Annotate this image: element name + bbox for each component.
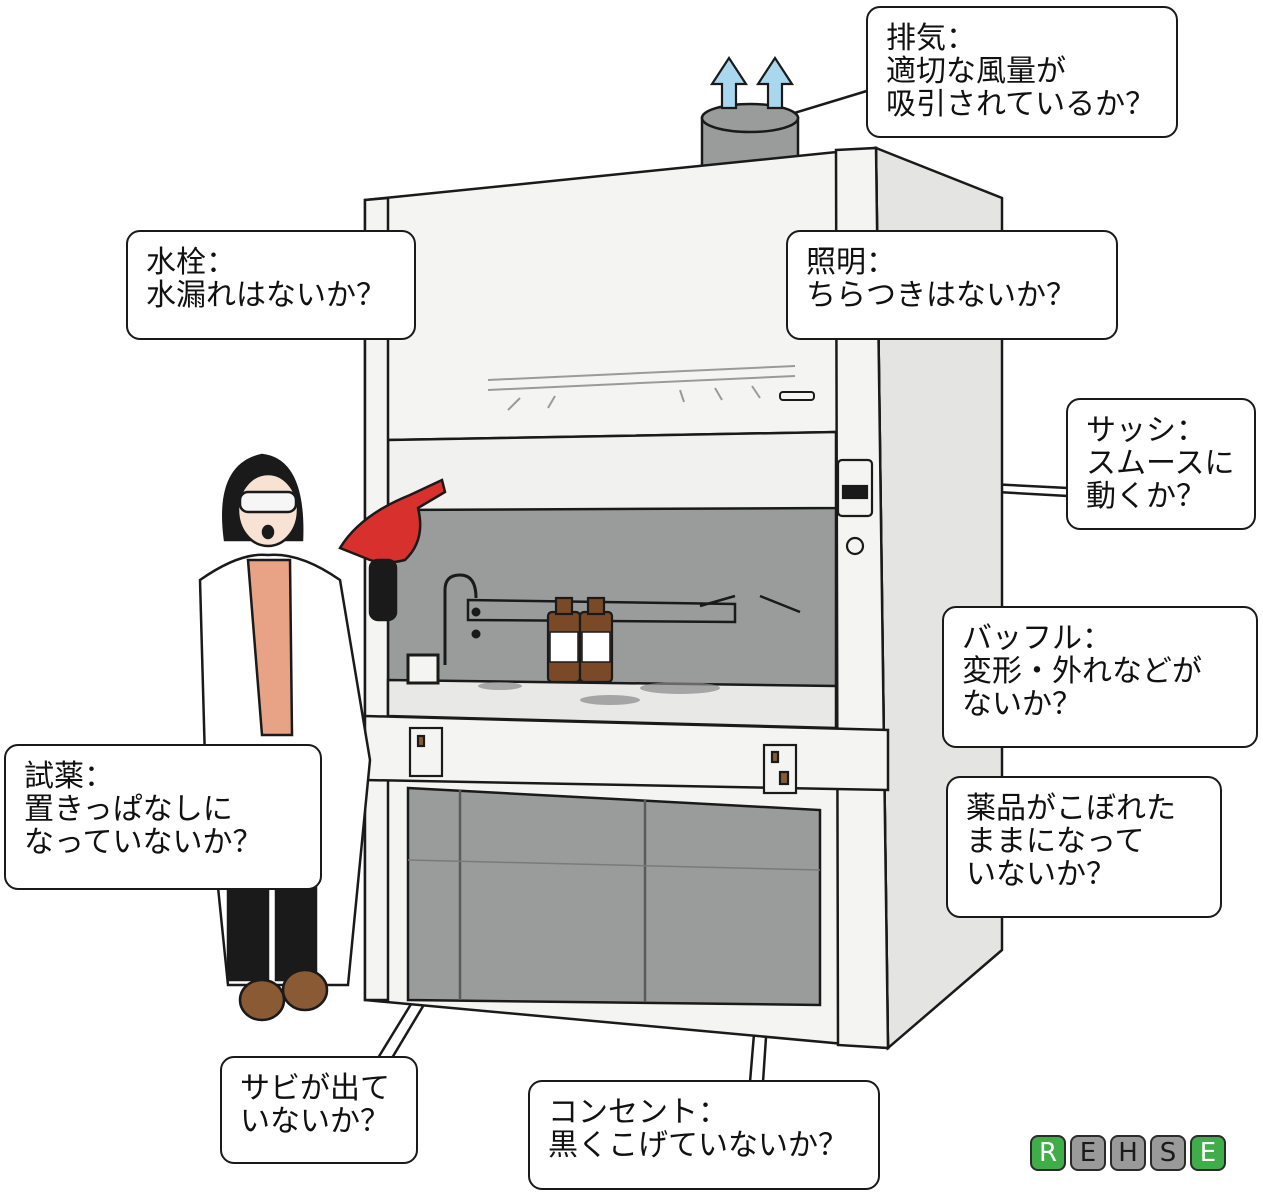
callout-baffle-text-2: ないか？ xyxy=(962,687,1082,722)
callout-reagent-title: 試薬： xyxy=(24,759,114,794)
callout-lighting-title: 照明： xyxy=(806,245,896,280)
callout-baffle-text-1: 変形・外れなどが xyxy=(962,654,1202,689)
callout-exhaust: 排気： 適切な風量が 吸引されているか？ xyxy=(866,6,1178,138)
callout-baffle-title: バッフル： xyxy=(962,621,1112,656)
logo-letter-s: S xyxy=(1150,1135,1186,1171)
callout-spill-text-1: 薬品がこぼれた xyxy=(966,791,1176,826)
callout-faucet-text: 水漏れはないか？ xyxy=(146,278,386,313)
callout-sash-title: サッシ： xyxy=(1086,413,1206,448)
light-fixture xyxy=(487,365,815,411)
callout-outlet-title: コンセント： xyxy=(548,1095,728,1130)
callout-outlet-text: 黒くこげていないか？ xyxy=(548,1128,848,1163)
callout-sash: サッシ： スムースに 動くか？ xyxy=(1066,398,1256,530)
logo-letter-h: H xyxy=(1110,1135,1146,1171)
callout-exhaust-title: 排気： xyxy=(886,21,976,56)
callout-reagent-text-1: 置きっぱなしに xyxy=(24,792,233,827)
logo-letter-r: R xyxy=(1030,1135,1066,1171)
exhaust-arrow-icon xyxy=(709,55,795,110)
callout-exhaust-text-2: 吸引されているか？ xyxy=(886,87,1156,122)
callout-spill-text-2: ままになって xyxy=(966,824,1145,859)
callout-outlet: コンセント： 黒くこげていないか？ xyxy=(528,1080,880,1190)
outlet-icon xyxy=(408,726,798,795)
callout-exhaust-text-1: 適切な風量が xyxy=(886,54,1066,89)
control-panel xyxy=(836,458,874,556)
rehse-logo: R E H S E xyxy=(1030,1135,1226,1171)
callout-lighting: 照明： ちらつきはないか？ xyxy=(786,230,1118,340)
callout-sash-text-2: 動くか？ xyxy=(1086,479,1206,514)
callout-spill: 薬品がこぼれた ままになって いないか？ xyxy=(946,776,1222,918)
spill-stains xyxy=(478,682,720,705)
callout-faucet-title: 水栓： xyxy=(146,245,236,280)
logo-letter-e: E xyxy=(1070,1135,1106,1171)
callout-faucet: 水栓： 水漏れはないか？ xyxy=(126,230,416,340)
callout-rust: サビが出て いないか？ xyxy=(220,1056,418,1164)
callout-lighting-text: ちらつきはないか？ xyxy=(806,278,1076,313)
callout-spill-text-3: いないか？ xyxy=(966,857,1116,892)
callout-baffle: バッフル： 変形・外れなどが ないか？ xyxy=(942,606,1258,748)
faucet-icon xyxy=(406,573,481,685)
callout-reagent-text-2: なっていないか？ xyxy=(24,825,263,860)
callout-rust-text-2: いないか？ xyxy=(240,1104,390,1139)
chemical-bottles xyxy=(546,596,614,684)
callout-reagent: 試薬： 置きっぱなしに なっていないか？ xyxy=(4,744,322,890)
callout-sash-text-1: スムースに xyxy=(1086,446,1235,481)
logo-letter-e2: E xyxy=(1190,1135,1226,1171)
callout-rust-text-1: サビが出て xyxy=(240,1071,390,1106)
